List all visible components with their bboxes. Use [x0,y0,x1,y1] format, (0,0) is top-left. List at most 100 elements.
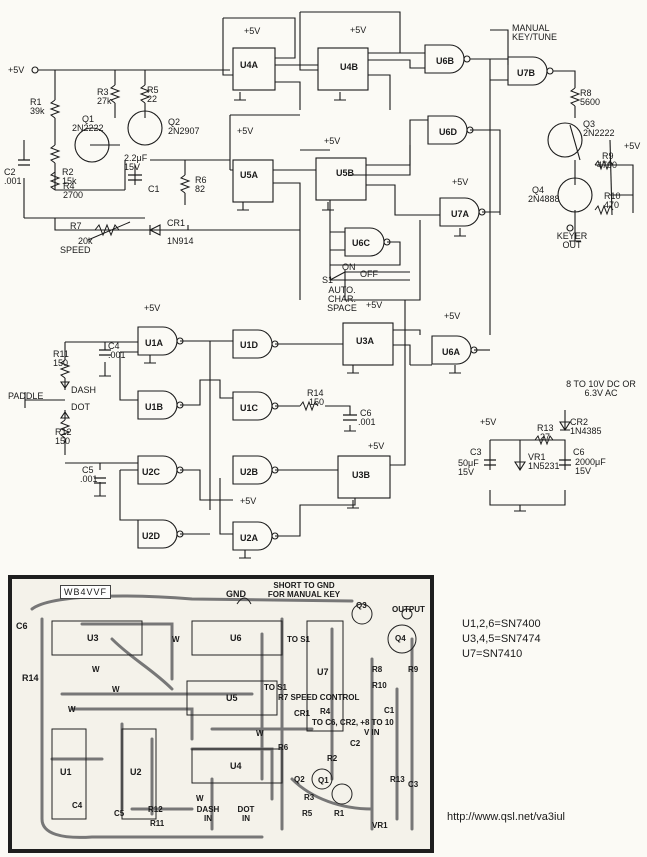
q1-type: 2N2222 [72,123,104,133]
c1-label: C1 [148,184,160,194]
board-ic-outlines [51,597,417,820]
q4-symbol [557,177,593,213]
gate-u2b: U2B [240,467,259,477]
gate-u1b: U1B [145,402,164,412]
s1-name: AUTO. CHAR. SPACE [327,285,357,313]
board-r13: R13 [390,775,405,784]
keyer-out-label: KEYER OUT [556,231,588,250]
q1-label: Q1 [82,114,95,124]
dc-input-label: 8 TO 10V DC OR 6.3V AC [566,379,636,398]
r7-label: R7 [70,221,82,231]
c1-value: 2.2μF 15V [124,153,148,172]
q4-label: Q4 [532,185,545,195]
gate-u6c: U6C [352,238,371,248]
u4a-box [232,47,276,91]
gate-u5a: U5A [240,170,259,180]
board-vr1: VR1 [372,821,388,830]
ground-symbols [94,92,581,559]
board-name: WB4VVF [60,585,112,599]
board-r1: R1 [334,809,345,818]
supply-label-u6a: +5V [444,311,461,321]
r13-value: 27 [540,432,551,442]
supply-label-u2a: +5V [240,496,257,506]
supply-label-u5b: +5V [324,136,341,146]
parts-note-line: U7=SN7410 [462,648,523,660]
r1-label: R1 [30,97,42,107]
gnd-jumper [236,597,252,605]
r9-value: 4700 [597,160,618,170]
supply-label-u1a: +5V [144,303,161,313]
board-c4: C4 [72,801,83,810]
u5a-box [232,159,274,203]
q2-symbol [127,110,163,146]
board-wire-jumper: W [256,729,264,738]
u7-footprint [306,620,344,732]
r5-value: 22 [147,94,158,104]
cr1-value: 1N914 [167,236,194,246]
r3-label: R3 [97,87,109,97]
c6b-label: C6 [573,447,585,457]
supply-label-u3a: +5V [366,300,383,310]
u5b-box [315,157,367,201]
r4-label: R4 [63,181,75,191]
board-r11: R11 [150,819,165,828]
gate-u3b: U3B [352,470,371,480]
board-r7-speed: R7 SPEED CONTROL [278,693,360,702]
q3-footprint [351,603,373,625]
board-r2: R2 [327,754,338,763]
supply-label-c3: +5V [480,417,497,427]
cr2-label: CR2 [570,417,589,427]
s1-off: OFF [360,269,378,279]
r7-name: SPEED [60,245,91,255]
gate-u7a: U7A [451,209,470,219]
resistors [49,84,614,446]
source-url[interactable]: http://www.qsl.net/va3iul [447,811,566,823]
q2-type: 2N2907 [168,126,200,136]
board-cr1: CR1 [294,709,311,718]
c4-label: C4 [108,341,120,351]
board-r6: R6 [278,743,289,752]
r10-value: 470 [604,200,620,210]
u5-footprint [186,680,278,716]
gate-u4b: U4B [340,62,359,72]
gate-u1c: U1C [240,403,259,413]
u4-footprint [191,748,283,784]
r7-value: 20k [78,236,93,246]
paddle-label: PADDLE [8,391,44,401]
board-u7: U7 [317,667,329,677]
parts-note-line: U1,2,6=SN7400 [462,618,541,630]
board-r9: R9 [408,665,419,674]
c6b-value: 2000μF 15V [575,457,606,476]
plus5v-input-terminal [31,66,39,74]
board-u6: U6 [230,633,242,643]
r6-label: R6 [195,175,207,185]
gate-u6b: U6B [436,56,455,66]
board-r4: R4 [320,707,331,716]
supply-label-u4b: +5V [350,25,367,35]
board-gnd: GND [226,589,246,599]
q1-footprint [331,783,353,805]
gate-u6a: U6A [442,347,461,357]
supply-label-q4: +5V [624,141,641,151]
board-to-s1-a: TO S1 [287,635,310,644]
gate-u2c: U2C [142,467,161,477]
c2-label: C2 [4,167,16,177]
gate-u6d: U6D [439,127,458,137]
c2-value: .001 [4,176,22,186]
cr2-value: 1N4385 [570,426,602,436]
board-r14: R14 [22,673,39,683]
board-wire-jumper: W [68,705,76,714]
parts-note: U1,2,6=SN7400 U3,4,5=SN7474 U7=SN7410 [462,617,541,662]
board-output: OUTPUT [392,605,425,614]
gate-u5b: U5B [336,168,355,178]
q4-footprint [387,624,417,654]
board-wire-jumper: W [172,635,180,644]
board-to-c6: TO C6, CR2, +8 TO 10 [312,718,394,727]
r8-value: 5600 [580,97,601,107]
gate-u2a: U2A [240,533,259,543]
u2-footprint [121,728,157,820]
board-dash-in: DASH IN [196,805,220,823]
r11-value: 150 [53,358,69,368]
r3-value: 27k [97,96,112,106]
board-u2: U2 [130,767,142,777]
